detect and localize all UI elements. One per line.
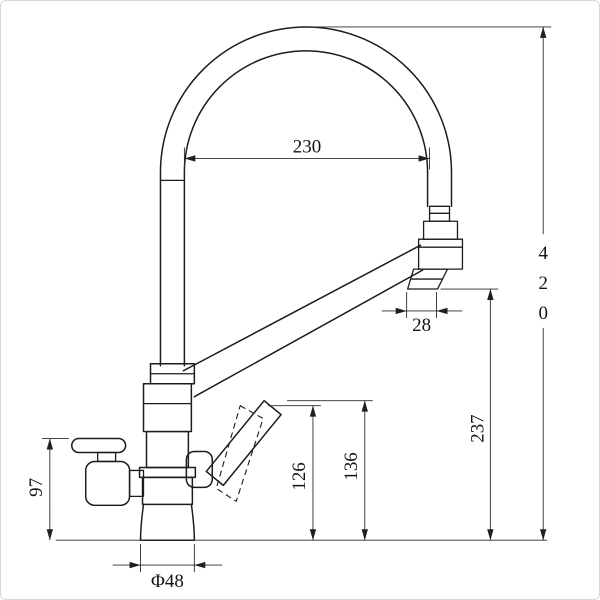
arrowhead — [309, 405, 317, 417]
base-left-flare — [139, 503, 145, 541]
arrowhead — [309, 529, 317, 541]
dim-spout-reach: 230 — [183, 136, 431, 170]
dim-outlet-width: 28 — [381, 292, 463, 336]
arrowhead — [361, 400, 368, 412]
base-right-flare — [190, 503, 196, 541]
arrowhead — [194, 561, 206, 569]
dim-side-handle-height: 97 — [26, 438, 69, 541]
spray-head — [406, 205, 464, 290]
dim-label-base-diameter: Φ48 — [151, 571, 184, 592]
dim-label-outlet-width: 28 — [412, 315, 431, 336]
body-lower — [141, 476, 194, 506]
hose-outer-curve — [159, 26, 453, 367]
dim-handle-height-outer: 136 — [287, 400, 373, 541]
dim-base-diameter: Φ48 — [112, 544, 223, 592]
side-handle-connector — [128, 469, 145, 497]
dim-handle-height-inner: 126 — [268, 405, 321, 541]
arrowhead — [184, 155, 196, 162]
dim-outlet-height: 237 — [440, 288, 499, 541]
dim-label-side-handle-height: 97 — [26, 478, 47, 497]
spray-nozzle — [406, 268, 449, 290]
dim-label-overall-height: 420 — [533, 243, 554, 333]
spout-bottom-edge — [193, 269, 424, 398]
body-upper — [142, 382, 193, 433]
arrowhead — [129, 561, 141, 569]
dim-label-spout-reach: 230 — [293, 136, 321, 157]
arrowhead — [418, 155, 430, 162]
side-handle-neck — [97, 451, 117, 463]
arrowhead — [395, 307, 407, 315]
spray-head-holder — [417, 238, 464, 270]
hose-inner-curve — [183, 50, 429, 367]
body-mid — [145, 430, 190, 469]
arrowhead — [487, 289, 494, 300]
arrowhead — [46, 529, 54, 541]
spray-head-upper — [422, 220, 459, 240]
faucet-body — [138, 363, 197, 506]
arrowhead — [361, 529, 368, 541]
main-handle — [185, 399, 282, 502]
arrowhead — [539, 529, 547, 541]
handle-lever — [205, 399, 282, 487]
rigid-spout — [182, 244, 424, 398]
dim-label-outlet-height: 237 — [467, 414, 488, 442]
arrowhead — [436, 307, 448, 315]
handle-lever-alt-position — [215, 405, 264, 502]
dim-label-handle-height-outer: 136 — [341, 452, 362, 480]
faucet-base — [139, 503, 196, 541]
side-handle — [71, 437, 145, 507]
side-handle-arm — [71, 437, 127, 454]
spout-top-edge — [182, 244, 422, 372]
arrowhead — [487, 529, 494, 541]
arrowhead — [539, 26, 547, 38]
arrowhead — [46, 438, 54, 450]
handle-ball-joint — [185, 450, 214, 489]
dim-overall-height: 420 — [311, 26, 554, 541]
dim-label-handle-height-inner: 126 — [289, 462, 310, 490]
hose-arc — [159, 26, 453, 367]
side-handle-body — [84, 460, 131, 507]
